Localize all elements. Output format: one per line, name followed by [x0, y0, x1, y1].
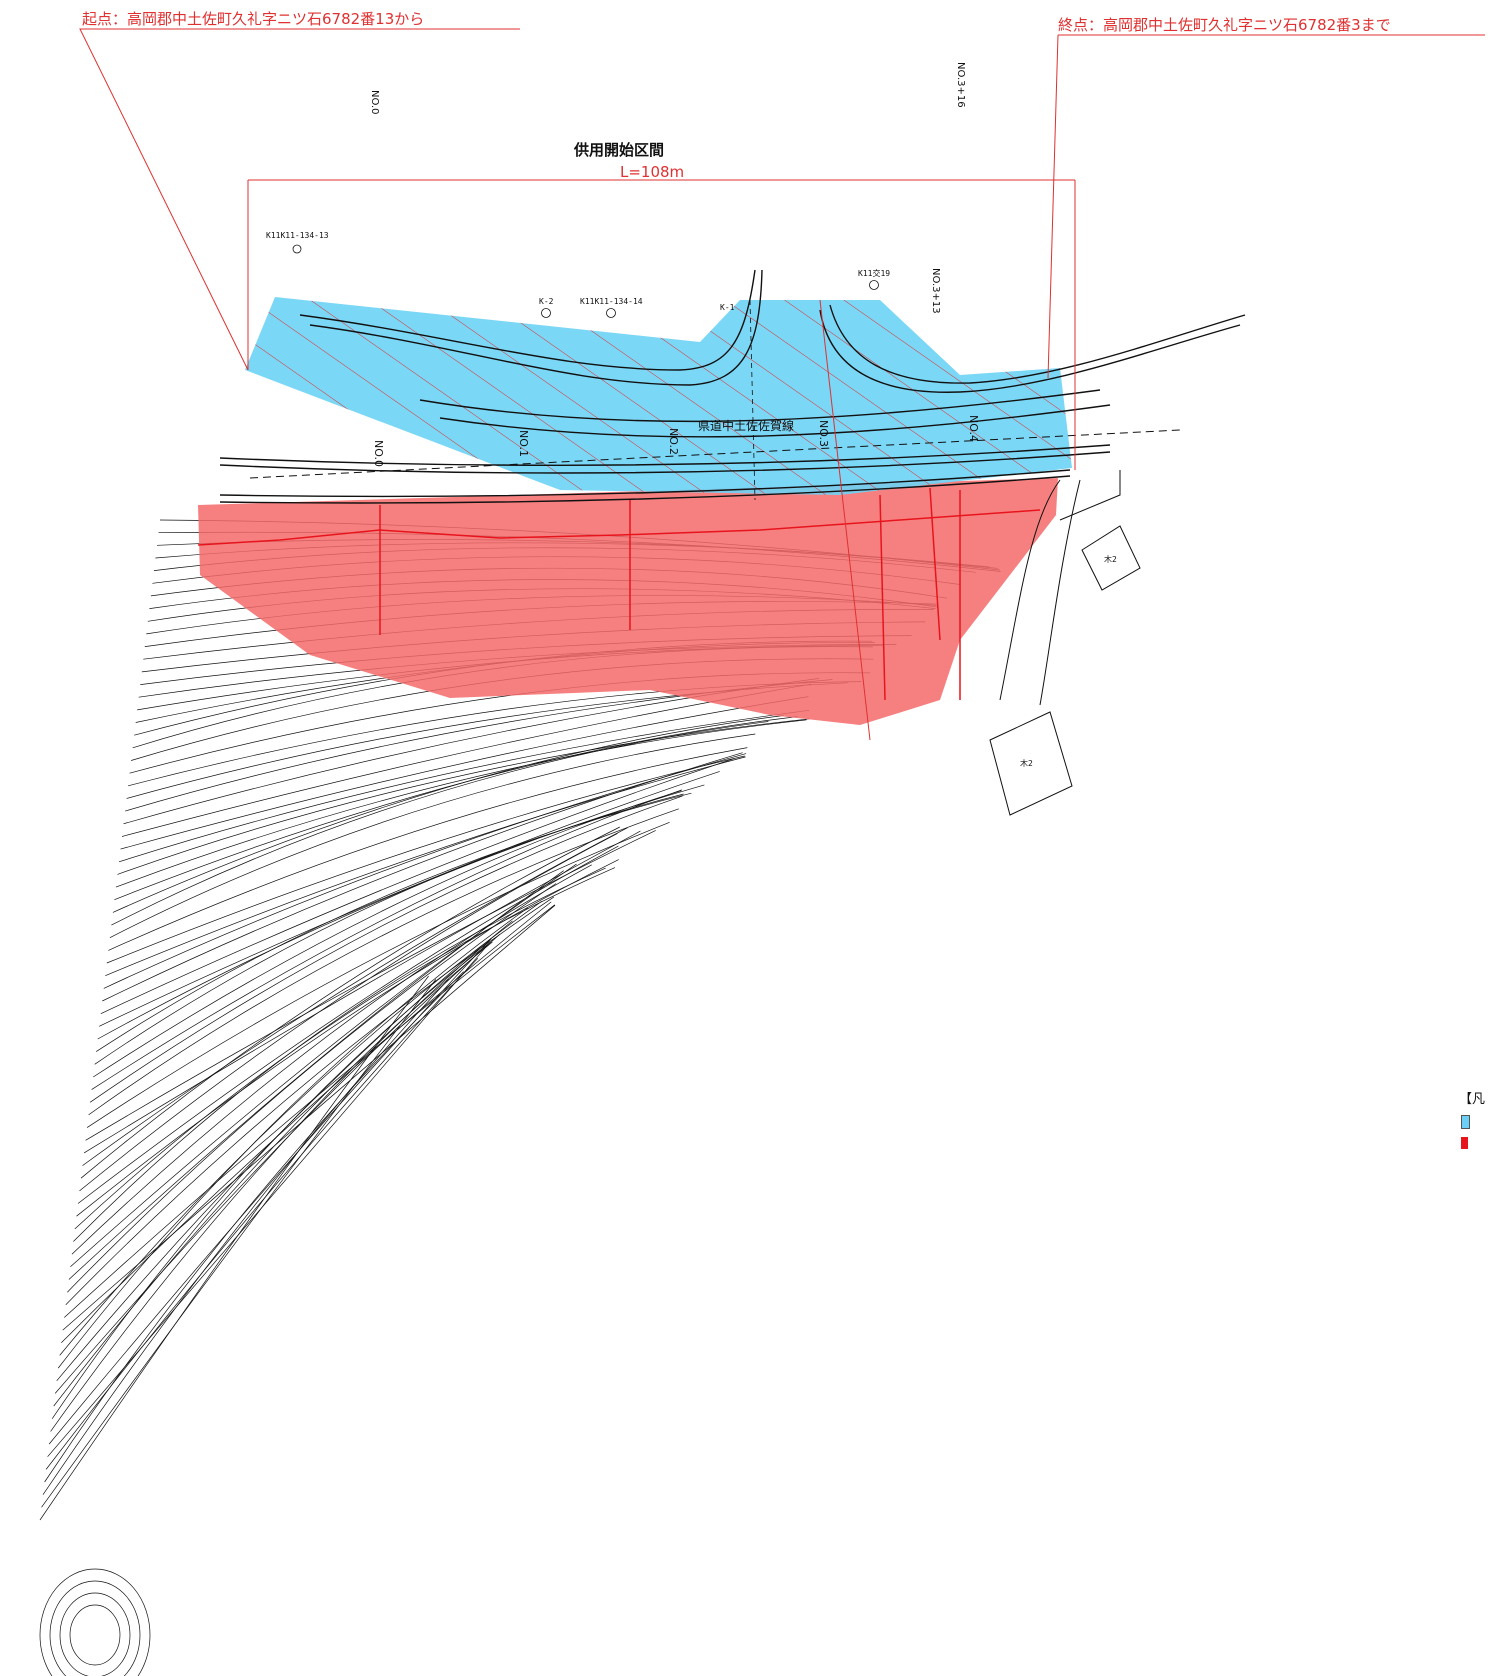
contour-line	[76, 859, 619, 1217]
section-length: L=108m	[620, 163, 684, 181]
legend: 【凡	[1459, 1088, 1491, 1149]
contour-line	[96, 792, 692, 1052]
legend-blue-swatch	[1461, 1115, 1470, 1129]
contour-line	[42, 978, 449, 1495]
red-slope-area	[198, 478, 1058, 725]
contour-line	[109, 733, 756, 939]
bm-k2: K-2	[539, 297, 554, 306]
contour-line	[97, 784, 705, 1040]
contour-line	[59, 901, 542, 1356]
contour-line	[74, 867, 616, 1230]
contour-line	[48, 938, 492, 1445]
legend-title: 【凡	[1459, 1092, 1486, 1107]
contour-line	[73, 867, 606, 1242]
contour-line	[67, 883, 557, 1293]
summit-contour	[59, 1592, 131, 1676]
contour-line	[86, 821, 670, 1128]
contour-line	[100, 758, 734, 1015]
contour-line	[105, 756, 746, 977]
station-no2: NO.2	[667, 428, 680, 455]
bm-k2-icon	[541, 308, 551, 318]
bm-k11-134-14-icon	[606, 308, 616, 318]
contour-line	[99, 771, 720, 1027]
bm-k11-19-icon	[869, 280, 879, 290]
contour-line	[88, 808, 679, 1116]
contour-line	[65, 896, 555, 1306]
contour-line	[102, 752, 743, 1002]
end-label: 終点：高岡郡中土佐町久礼字ニツ石6782番3まで	[1058, 16, 1391, 34]
bm-k11-134-13: K11K11-134-13	[266, 231, 329, 240]
contour-line	[85, 830, 656, 1141]
road-lines	[219, 269, 1246, 504]
bm-k1: K-1	[720, 303, 735, 312]
station-no0-top: NO.0	[369, 90, 380, 115]
blue-road-hatch	[245, 297, 1072, 495]
start-label: 起点：高岡郡中土佐町久礼字ニツ石6782番13から	[82, 10, 424, 28]
contour-line	[112, 715, 784, 913]
contour-line	[82, 827, 628, 1166]
contour-line	[68, 870, 564, 1280]
summit-contour	[39, 1568, 151, 1676]
contour-line	[53, 941, 493, 1407]
contour-line	[117, 718, 810, 875]
building-1: 木2	[1081, 525, 1141, 591]
section-title: 供用開始区間	[573, 141, 664, 159]
contour-line	[91, 789, 683, 1090]
road-name: 県道中土佐佐賀線	[698, 418, 794, 433]
contour-line	[94, 793, 684, 1065]
contour-line	[89, 795, 683, 1103]
contour-line	[57, 907, 528, 1369]
contour-line	[79, 833, 618, 1192]
station-no4: NO.4	[967, 415, 980, 442]
station-no1: NO.1	[517, 430, 530, 457]
contour-line	[103, 753, 747, 989]
contour-line	[111, 721, 769, 926]
contour-line	[118, 709, 810, 863]
contour-line	[114, 716, 798, 901]
contour-line	[120, 696, 809, 850]
bm-k11-134-13-icon	[292, 244, 302, 254]
contour-line	[51, 942, 491, 1419]
contour-line	[115, 719, 807, 888]
right-side-lines	[999, 470, 1121, 706]
svg-text:木2: 木2	[1020, 758, 1033, 768]
contour-line	[54, 934, 501, 1394]
station-no0-road: NO.0	[372, 440, 385, 467]
guide-lines	[79, 28, 1485, 741]
summit-contour	[69, 1604, 121, 1666]
contour-line	[39, 975, 429, 1521]
red-slope-lines	[197, 487, 1041, 701]
contour-line	[44, 971, 464, 1483]
contour-line	[64, 904, 556, 1318]
contour-line	[70, 863, 577, 1268]
contour-line	[80, 826, 620, 1179]
svg-text:木2: 木2	[1104, 554, 1117, 564]
contour-line	[41, 979, 437, 1508]
contour-line	[108, 747, 748, 951]
contour-line	[47, 945, 488, 1457]
legend-red-swatch	[1461, 1137, 1468, 1149]
contour-line	[45, 958, 479, 1470]
contour-line	[106, 755, 745, 964]
station-no3-13: NO.3+13	[930, 268, 941, 314]
building-2: 木2	[989, 711, 1073, 816]
contour-line	[50, 938, 492, 1432]
bm-k11-134-14: K11K11-134-14	[580, 297, 643, 306]
contour-line	[61, 901, 552, 1344]
contour-line	[77, 845, 619, 1204]
station-no3-16: NO.3+16	[955, 62, 966, 108]
bm-k11-19: K11交19	[858, 268, 890, 278]
contour-line	[83, 830, 641, 1154]
contour-line	[71, 864, 592, 1255]
station-no3: NO.3	[817, 420, 830, 447]
contour-line	[121, 683, 812, 837]
contour-line	[93, 790, 682, 1078]
summit-contour	[49, 1580, 141, 1676]
